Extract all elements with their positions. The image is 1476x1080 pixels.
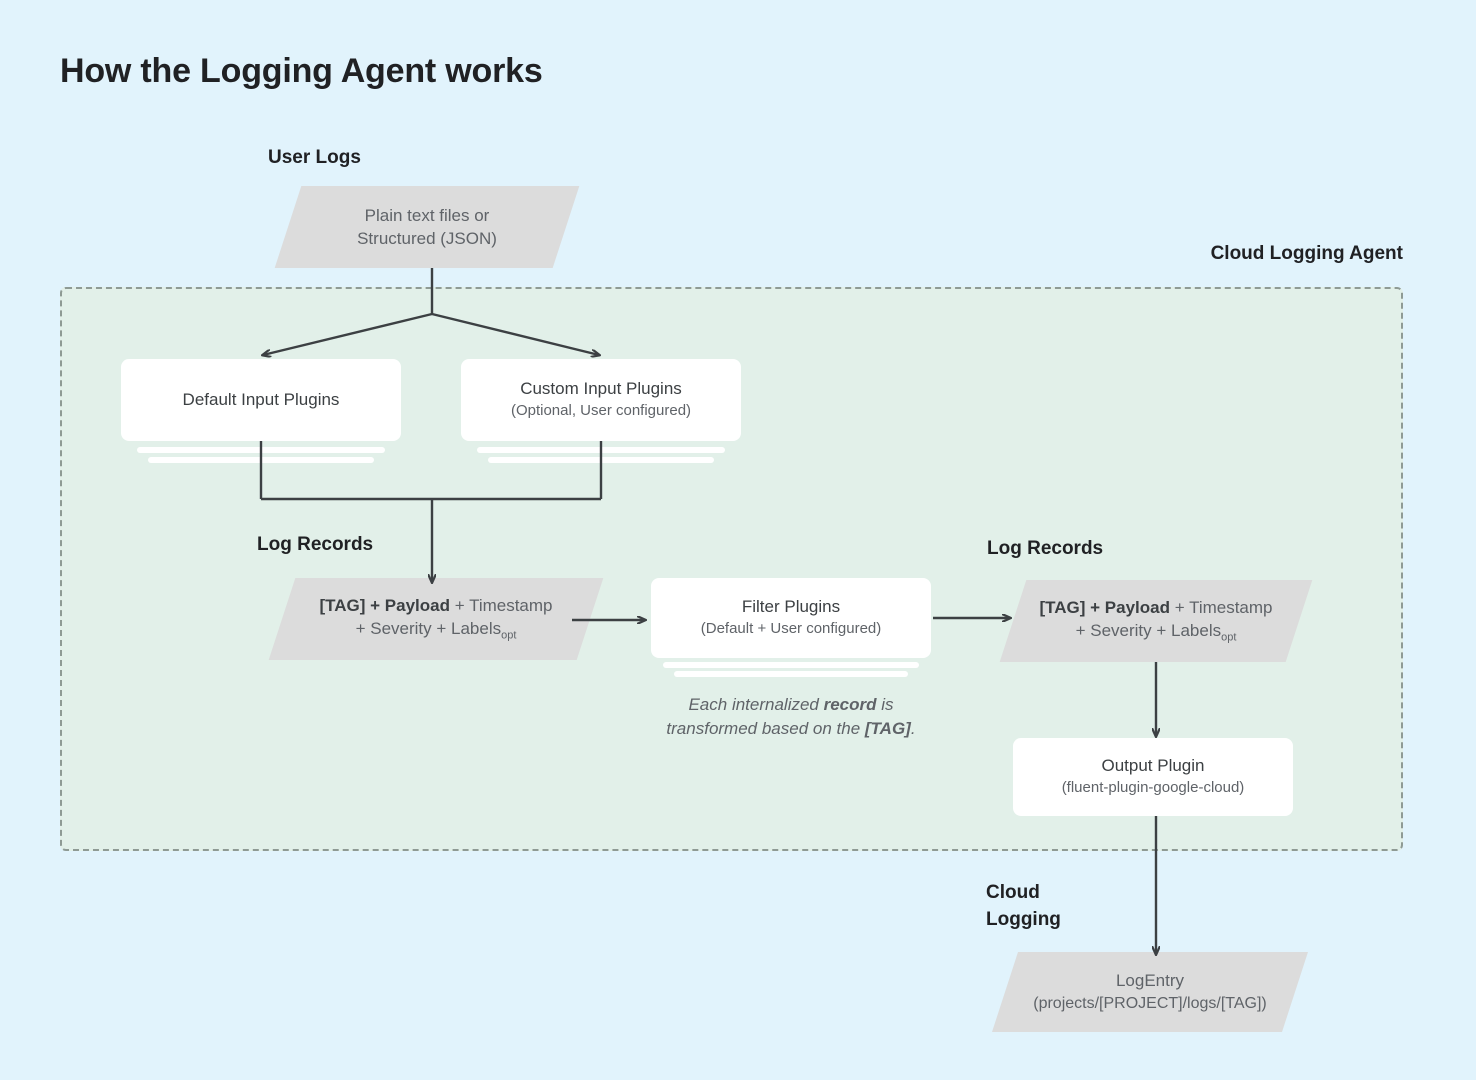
node-default-input-plugins[interactable]: Default Input Plugins (121, 359, 401, 441)
node-log-entry-text: LogEntry (projects/[PROJECT]/logs/[TAG]) (1005, 952, 1295, 1032)
node-filter-plugins-subtitle: (Default + User configured) (700, 620, 882, 638)
cloud-logging-label-line1: Cloud (986, 882, 1040, 903)
custom-input-plugins-stack-line-1 (477, 447, 725, 453)
cloud-logging-label: Cloud Logging (986, 880, 1061, 934)
node-log-entry-title: LogEntry (1115, 971, 1185, 991)
filter-note-line1-a: Each internalized (688, 695, 824, 714)
log-records-right-label: Log Records (987, 538, 1104, 559)
node-log-record-left[interactable]: [TAG] + Payload + Timestamp + Severity +… (268, 578, 604, 660)
node-custom-input-plugins-title: Custom Input Plugins (520, 379, 682, 399)
node-custom-input-plugins-subtitle: (Optional, User configured) (510, 402, 692, 420)
filter-plugins-note-line1: Each internalized record is (641, 693, 941, 717)
filter-plugins-note-line2: transformed based on the [TAG]. (641, 717, 941, 741)
node-filter-plugins-title: Filter Plugins (741, 597, 841, 617)
node-log-record-right-rest: + Timestamp (1170, 597, 1273, 617)
filter-plugins-stack-line-1 (663, 662, 919, 668)
node-log-record-left-line2: + Severity + Labelsopt (356, 617, 517, 644)
default-input-plugins-stack-line-2 (148, 457, 374, 463)
node-output-plugin-subtitle: (fluent-plugin-google-cloud) (1061, 779, 1245, 797)
node-custom-input-plugins[interactable]: Custom Input Plugins (Optional, User con… (461, 359, 741, 441)
cloud-logging-agent-label: Cloud Logging Agent (1210, 243, 1403, 264)
node-user-logs-source-line2: Structured (JSON) (357, 229, 497, 248)
filter-plugins-stack-line-2 (674, 671, 908, 677)
node-log-record-right-text: [TAG] + Payload + Timestamp + Severity +… (1013, 580, 1299, 662)
default-input-plugins-stack-line-1 (137, 447, 385, 453)
node-filter-plugins[interactable]: Filter Plugins (Default + User configure… (651, 578, 931, 658)
filter-note-line2-c: . (910, 719, 916, 739)
node-log-record-right-line2-text: + Severity + Labels (1075, 621, 1222, 641)
custom-input-plugins-stack-line-2 (488, 457, 714, 463)
node-output-plugin-title: Output Plugin (1101, 756, 1205, 776)
node-log-record-right-subscript: opt (1221, 631, 1237, 644)
filter-note-line2-b: [TAG] (864, 719, 911, 739)
node-log-entry[interactable]: LogEntry (projects/[PROJECT]/logs/[TAG]) (992, 952, 1308, 1032)
node-log-record-right-tag: [TAG] + Payload (1039, 597, 1170, 617)
node-default-input-plugins-title: Default Input Plugins (182, 389, 340, 409)
node-log-record-left-rest: + Timestamp (450, 595, 553, 615)
filter-note-line1-c: is (876, 695, 894, 714)
filter-note-line2-a: transformed based on the (666, 719, 865, 739)
node-user-logs-source-text: Plain text files or Structured (JSON) (288, 186, 566, 268)
node-log-record-right-line2: + Severity + Labelsopt (1076, 619, 1237, 646)
filter-plugins-note: Each internalized record is transformed … (641, 693, 941, 741)
page-title: How the Logging Agent works (60, 52, 543, 90)
node-output-plugin[interactable]: Output Plugin (fluent-plugin-google-clou… (1013, 738, 1293, 816)
node-user-logs-source[interactable]: Plain text files or Structured (JSON) (274, 186, 580, 268)
log-records-left-label: Log Records (257, 534, 374, 555)
user-logs-label: User Logs (268, 147, 361, 168)
node-user-logs-source-line1: Plain text files or (364, 205, 490, 225)
node-log-entry-subtitle: (projects/[PROJECT]/logs/[TAG]) (1033, 994, 1267, 1012)
node-log-record-left-line2-text: + Severity + Labels (355, 619, 502, 639)
filter-note-line1-b: record (823, 695, 877, 714)
node-log-record-left-text: [TAG] + Payload + Timestamp + Severity +… (282, 578, 590, 660)
node-log-record-left-line1: [TAG] + Payload + Timestamp (319, 594, 552, 617)
cloud-logging-label-line2: Logging (986, 908, 1061, 930)
node-log-record-right[interactable]: [TAG] + Payload + Timestamp + Severity +… (999, 580, 1313, 662)
node-log-record-left-tag: [TAG] + Payload (319, 595, 450, 615)
node-log-record-right-line1: [TAG] + Payload + Timestamp (1039, 596, 1272, 619)
node-log-record-left-subscript: opt (501, 629, 517, 642)
